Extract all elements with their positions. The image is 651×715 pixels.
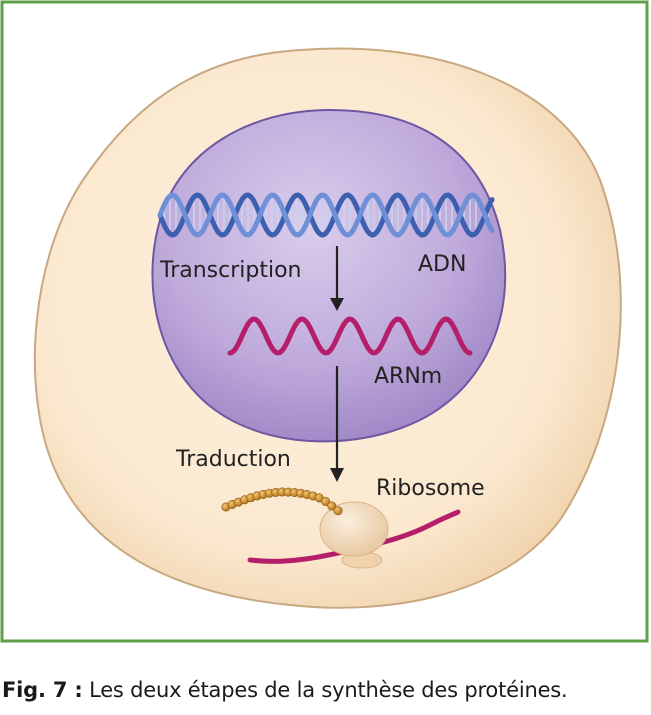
figure-caption: Fig. 7 : Les deux étapes de la synthèse … — [2, 678, 651, 702]
dna-label: ADN — [418, 252, 466, 277]
amino-acid-bead — [333, 506, 343, 516]
translation-arrow — [330, 366, 344, 482]
mrna-label: ARNm — [374, 364, 442, 389]
ribosome-label: Ribosome — [376, 476, 485, 501]
dna-strand — [157, 192, 495, 238]
ribosome — [319, 501, 389, 569]
transcription-arrow — [330, 246, 344, 311]
mrna-strand-nucleus — [227, 316, 473, 356]
caption-text: Les deux étapes de la synthèse des proté… — [82, 678, 568, 702]
dna-double-helix — [157, 192, 495, 238]
peptide-chain — [221, 487, 343, 516]
mrna-strand-cytoplasm — [247, 509, 461, 564]
figure-number: Fig. 7 : — [2, 678, 83, 702]
transcription-label: Transcription — [159, 258, 302, 283]
amino-acid-bead — [327, 501, 337, 511]
dna-strand — [157, 192, 495, 238]
translation-label: Traduction — [175, 447, 291, 472]
figure-frame — [0, 0, 649, 643]
amino-acid-bead — [321, 496, 331, 506]
